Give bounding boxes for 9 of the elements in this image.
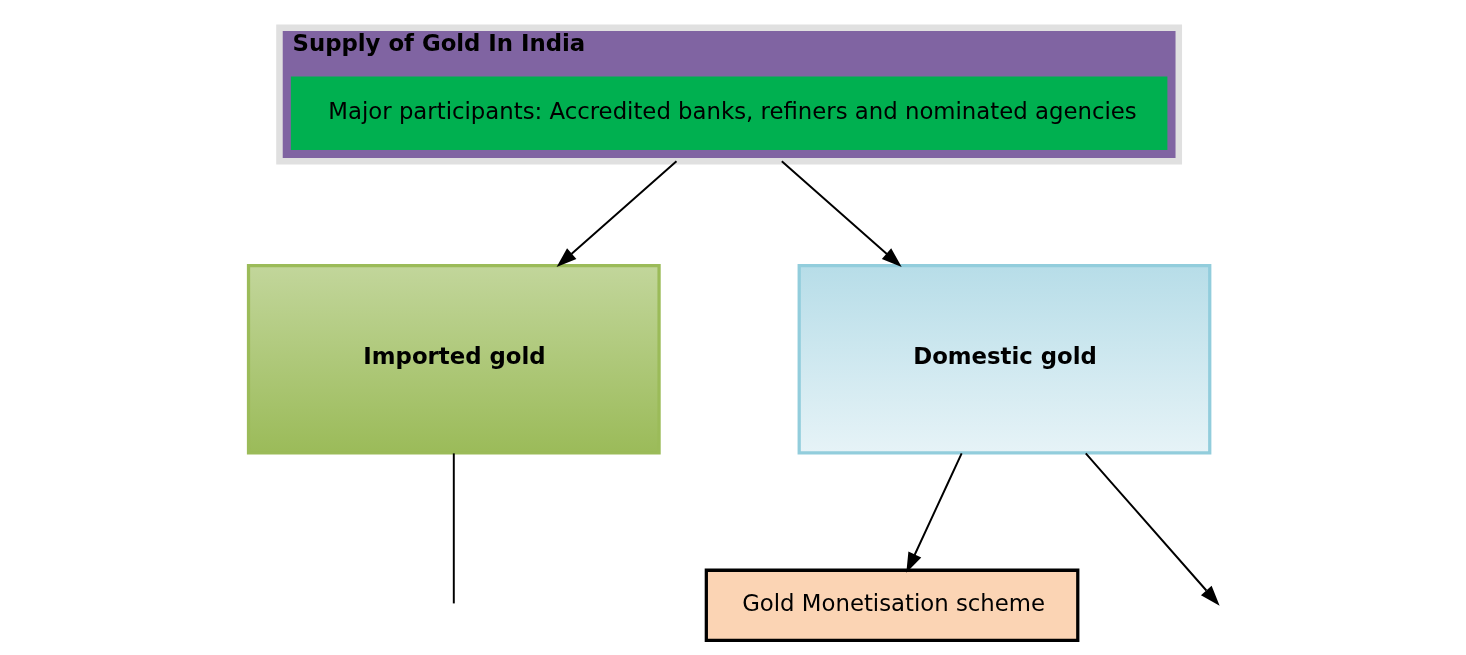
arrow (905, 452, 963, 573)
arrow (780, 160, 902, 268)
arrow (1084, 452, 1220, 606)
arrow (556, 160, 677, 268)
node-box: Gold Monetisation scheme (704, 568, 1079, 642)
connector (452, 452, 455, 605)
node-box: Domestic gold (797, 263, 1211, 455)
node-box: Imported gold (246, 263, 661, 455)
node-box: Major participants: Accredited banks, refiners and nominated agencies (290, 76, 1167, 150)
